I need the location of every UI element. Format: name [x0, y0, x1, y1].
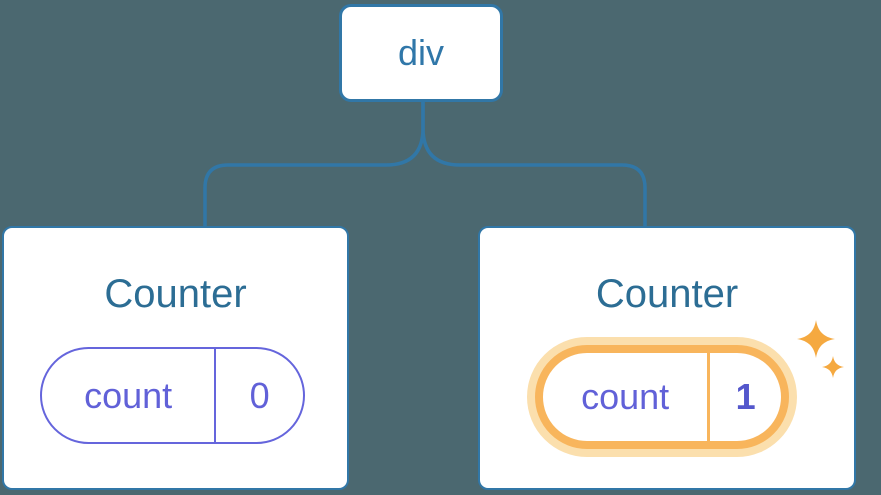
- state-pill-left: count 0: [40, 347, 305, 444]
- connector-left-branch: [203, 101, 425, 227]
- state-pill-right-highlighted: count 1: [535, 345, 789, 449]
- state-key-right: count: [581, 376, 670, 417]
- counter-right-title: Counter: [595, 272, 739, 316]
- state-value-left: 0: [249, 374, 270, 416]
- pill-divider-right: [707, 353, 711, 441]
- root-node-label: div: [397, 32, 445, 73]
- connector-right-branch: [421, 101, 647, 227]
- state-key-left: count: [84, 374, 173, 416]
- state-value-right: 1: [735, 376, 756, 417]
- counter-card-right: Counter count 1: [478, 226, 856, 490]
- counter-left-title: Counter: [104, 272, 247, 316]
- root-node: div: [339, 4, 503, 102]
- counter-card-left: Counter count 0: [2, 226, 349, 490]
- pill-divider-left: [214, 349, 217, 442]
